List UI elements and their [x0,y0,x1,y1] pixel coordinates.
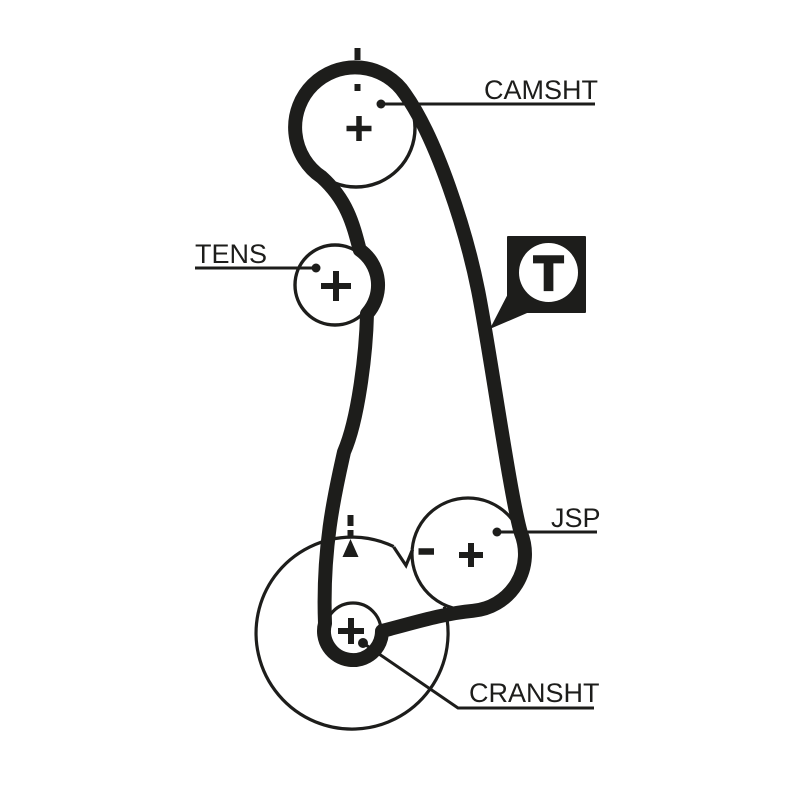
tensioner-label: TENS [195,239,267,269]
crankshaft-housing-circle [254,535,450,731]
jsp-plus-mark [459,543,483,567]
crankshaft-plus-mark [338,618,364,644]
t-badge: T [491,236,586,328]
crankshaft-leader [358,638,594,710]
tensioner-leader [195,263,321,273]
jsp-label: JSP [551,503,601,533]
t-badge-letter: T [534,248,563,301]
crankshaft-timing-mark [342,515,359,557]
triangle-pointer [342,539,359,557]
t-badge-circle [519,243,578,302]
circle-notch [392,546,414,569]
crankshaft-label: CRANSHT [469,678,600,708]
tensioner-plus-mark [321,271,351,301]
jsp-leader [492,527,597,537]
timing-belt [288,60,532,668]
camshaft-plus-mark [346,116,372,141]
camshaft-leader [376,99,595,109]
camshaft-label: CAMSHT [484,75,598,105]
